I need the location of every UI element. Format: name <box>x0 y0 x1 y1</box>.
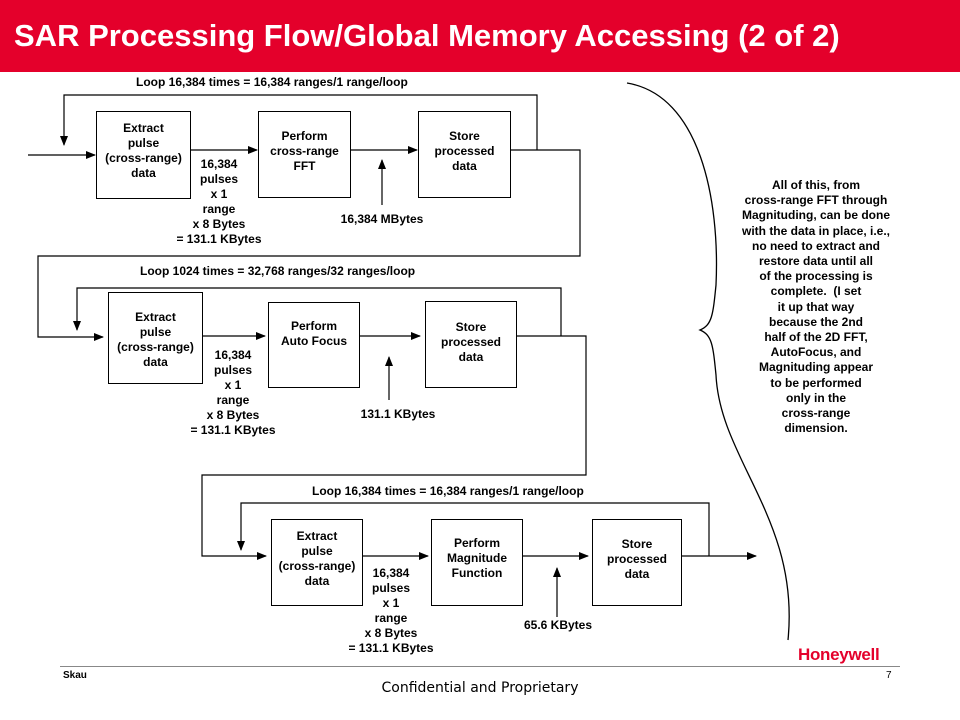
stage3-data-size-label: 16,384 pulses x 1 range x 8 Bytes = 131.… <box>348 566 434 655</box>
stage2-extract-label: Extract pulse (cross-range) data <box>117 310 194 369</box>
stage3-loop-line <box>237 502 710 556</box>
stage3-store-box <box>592 519 682 606</box>
stage1-loop-label: Loop 16,384 times = 16,384 ranges/1 rang… <box>136 75 408 89</box>
stage1-store-label: Store processed data <box>434 129 495 173</box>
stage3-extract-box <box>271 519 363 606</box>
stage2-store-box <box>425 301 517 388</box>
footer-divider <box>60 666 900 667</box>
curly-brace <box>626 82 790 641</box>
stage2-extract-box <box>108 292 203 384</box>
stage1-process-box <box>258 111 351 198</box>
stage3-process-label: Perform Magnitude Function <box>447 536 507 580</box>
stage3-process-box <box>431 519 523 606</box>
stage3-store-label: Store processed data <box>606 537 668 581</box>
stage2-process-box <box>268 302 360 388</box>
stage1-store-box <box>418 111 511 198</box>
page-number: 7 <box>886 670 892 681</box>
stage1-memory-label: 16,384 MBytes <box>340 212 424 226</box>
stage3-memory-label: 65.6 KBytes <box>523 618 593 632</box>
stage1-to-stage2-connector <box>37 149 581 341</box>
stage1-extract-label: Extract pulse (cross-range) data <box>105 121 182 180</box>
page-title: SAR Processing Flow/Global Memory Access… <box>14 18 840 53</box>
stage2-memory-label: 131.1 KBytes <box>360 407 436 421</box>
stage2-to-stage3-connector <box>201 335 587 560</box>
confidentiality-notice: Confidential and Proprietary <box>381 680 579 696</box>
stage2-loop-label: Loop 1024 times = 32,768 ranges/32 range… <box>140 264 416 278</box>
stage2-process-label: Perform Auto Focus <box>281 319 347 348</box>
stage3-loop-label: Loop 16,384 times = 16,384 ranges/1 rang… <box>312 484 584 498</box>
stage1-loop-line <box>60 94 538 150</box>
explanatory-note: All of this, from cross-range FFT throug… <box>741 178 891 436</box>
stage2-data-size-label: 16,384 pulses x 1 range x 8 Bytes = 131.… <box>190 348 276 437</box>
stage2-store-label: Store processed data <box>440 320 502 364</box>
footer-author: Skau <box>63 670 87 681</box>
title-bar: SAR Processing Flow/Global Memory Access… <box>0 0 960 72</box>
stage1-process-label: Perform cross-range FFT <box>270 129 339 173</box>
stage2-loop-line <box>73 287 562 336</box>
honeywell-logo: Honeywell <box>798 645 880 664</box>
stage1-extract-box <box>96 111 191 199</box>
stage1-data-size-label: 16,384 pulses x 1 range x 8 Bytes = 131.… <box>176 157 262 246</box>
stage3-extract-label: Extract pulse (cross-range) data <box>278 529 356 588</box>
